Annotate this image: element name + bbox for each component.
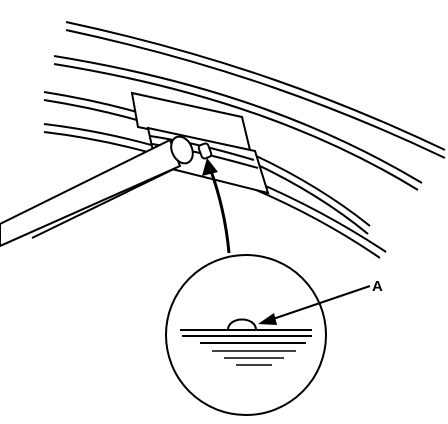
leader-arrow: [202, 158, 231, 254]
callout-a-arrowhead: [258, 313, 277, 325]
callout-a: A: [258, 278, 383, 325]
section-bead: [226, 318, 258, 331]
strip-2-lower: [53, 63, 419, 191]
strip-2-upper: [53, 55, 423, 184]
strip-1-lower: [65, 29, 446, 159]
tube-tip: [170, 135, 194, 165]
leader-line: [208, 167, 231, 254]
tube-icon: [0, 135, 194, 248]
leader-arrowhead: [202, 158, 218, 176]
bead-slot: [197, 142, 213, 160]
strip-1-upper: [65, 21, 446, 151]
detail-circle-icon: [165, 254, 327, 416]
tube-edge: [31, 167, 177, 239]
callout-a-line: [269, 285, 371, 321]
callout-a-label: A: [372, 278, 383, 295]
tube-body: [0, 138, 182, 248]
bead: [197, 142, 213, 160]
